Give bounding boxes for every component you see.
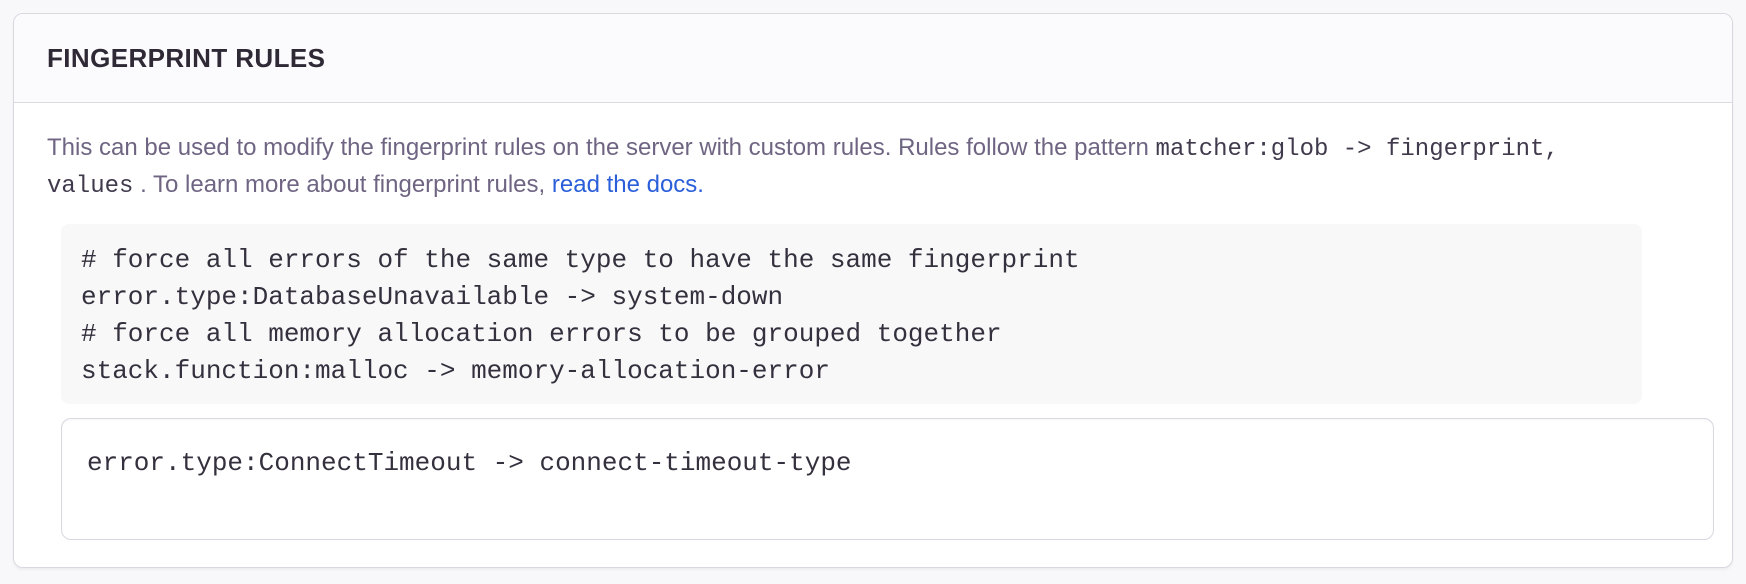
panel-body: This can be used to modify the fingerpri… [14,102,1732,567]
example-rules-block: # force all errors of the same type to h… [61,223,1642,404]
description-text-line2: . To learn more about fingerprint rules, [140,170,546,198]
description-text-line1: This can be used to modify the fingerpri… [47,133,1149,161]
example-rules-code: # force all errors of the same type to h… [81,244,1080,386]
pattern-inline-code-line2: values [47,172,134,200]
panel-title: FINGERPRINT RULES [47,43,326,73]
fingerprint-rules-input[interactable]: error.type:ConnectTimeout -> connect-tim… [61,417,1714,540]
panel-header: FINGERPRINT RULES [14,14,1732,103]
description: This can be used to modify the fingerpri… [47,130,1699,204]
pattern-inline-code-line1: matcher:glob -> fingerprint, [1155,135,1559,163]
fingerprint-rules-panel: FINGERPRINT RULES This can be used to mo… [13,13,1733,568]
read-the-docs-link[interactable]: read the docs. [551,170,704,198]
